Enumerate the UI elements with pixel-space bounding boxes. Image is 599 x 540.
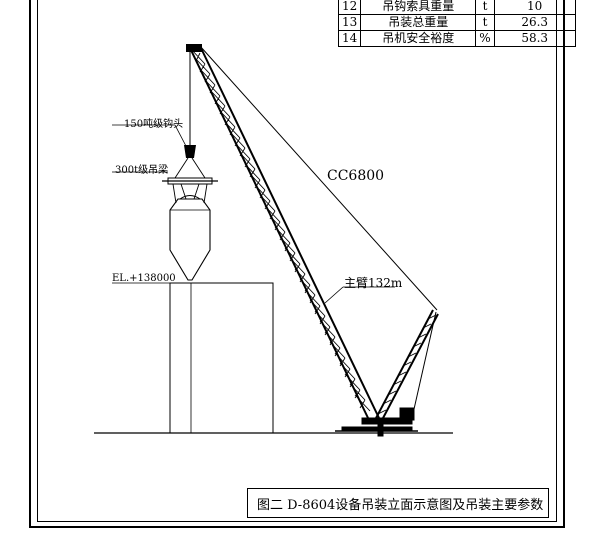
params-table: 12 吊钩索具重量 t 10 13 吊装总重量 t 26.3 14 吊机安全裕度… [337, 0, 576, 47]
main-boom [186, 44, 380, 421]
table-row: 14 吊机安全裕度 % 58.3 [337, 30, 576, 47]
param-name: 吊钩索具重量 [360, 0, 477, 15]
mast-backstay [411, 311, 437, 419]
vessel-sling-left [172, 183, 177, 204]
vessel-sling-right [203, 183, 208, 204]
crane-model-label: CC6800 [327, 168, 385, 184]
hook-leader-diag [174, 124, 188, 149]
elevation-label: EL.+138000 [112, 273, 176, 284]
figure-caption-text: 图二 D-8604设备吊装立面示意图及吊装主要参数 [257, 497, 544, 513]
crane-base [335, 407, 418, 437]
row-number: 13 [337, 14, 362, 31]
main-boom-label: 主臂132m [344, 276, 403, 290]
sling-right [191, 157, 206, 179]
param-unit: % [475, 30, 495, 47]
spreader-label: 300t级吊梁 [115, 165, 169, 176]
vessel-top-head [179, 195, 201, 200]
structure-outline [169, 282, 274, 434]
param-value: 58.3 [493, 30, 576, 47]
drawing-inner-frame [37, 0, 557, 522]
hook-block [184, 145, 196, 158]
row-number: 12 [337, 0, 362, 15]
param-name: 吊机安全裕度 [360, 30, 477, 47]
hook-label: 150吨级钩头 [124, 119, 184, 130]
figure-caption: 图二 D-8604设备吊装立面示意图及吊装主要参数 [247, 488, 549, 518]
row-number: 14 [337, 30, 362, 47]
suspended-vessel [169, 198, 211, 281]
mast-boom [374, 309, 439, 421]
drawing-outer-frame [29, 0, 565, 528]
param-name: 吊装总重量 [360, 14, 477, 31]
boom-stay-line [199, 45, 438, 311]
sling-left [174, 157, 189, 179]
table-row: 13 吊装总重量 t 26.3 [337, 14, 576, 31]
main-boom-leader [324, 286, 344, 304]
